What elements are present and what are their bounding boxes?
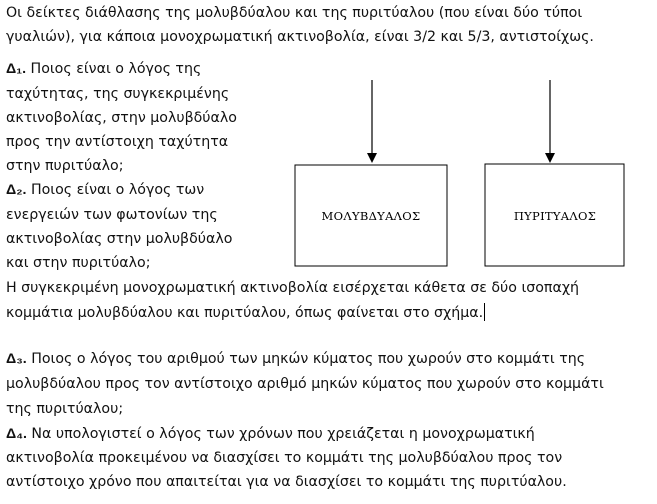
question-d4-line-1: Δ₄. Να υπολογιστεί ο λόγος των χρόνων πο… (6, 425, 535, 444)
question-d1-line-4: προς την αντίστοιχη ταχύτητα (6, 134, 229, 150)
setup-line-2-text: κομμάτια μολυβδύαλου και πυριτύαλου, όπω… (6, 305, 484, 321)
question-d1-label: Δ₁. (6, 61, 27, 77)
question-d2-line-3: ακτινοβολίας στην μολυβδύαλο (6, 231, 233, 247)
question-d4-text: Να υπολογιστεί ο λόγος των χρόνων που χρ… (26, 426, 535, 442)
question-d4-line-2: ακτινοβολία προκειμένου να διασχίσει το … (6, 450, 563, 466)
question-d1-line-2: ταχύτητας, της συγκεκριμένης (6, 86, 230, 102)
question-d1-line-3: ακτινοβολίας, στην μολυβδύαλο (6, 110, 237, 126)
intro-line-2: γυαλιών), για κάποια μονοχρωματική ακτιν… (6, 29, 594, 45)
question-d3-line-1: Δ₃. Ποιος ο λόγος του αριθμού των μηκών … (6, 350, 585, 369)
question-d2-line-4: και στην πυριτύαλο; (6, 255, 151, 271)
question-d1-line-5: στην πυριτύαλο; (6, 158, 124, 174)
setup-line-1: Η συγκεκριμένη μονοχρωματική ακτινοβολία… (6, 280, 580, 296)
text-cursor (484, 303, 486, 321)
question-d3-text: Ποιος ο λόγος του αριθμού των μηκών κύμα… (26, 351, 586, 367)
question-d3-line-3: της πυριτύαλου; (6, 401, 124, 417)
glass-pieces-figure: ΜΟΛΥΒΔΥΑΛΟΣ ΠΥΡΙΤΥΑΛΟΣ (294, 80, 625, 267)
question-d2-line-2: ενεργειών των φωτονίων της (6, 207, 218, 223)
question-d3-label: Δ₃. (6, 351, 27, 367)
question-d3-line-2: μολυβδύαλου προς τον αντίστοιχο αριθμό μ… (6, 376, 604, 392)
intro-line-1: Οι δείκτες διάθλασης της μολυβδύαλου και… (6, 5, 583, 21)
question-d4-label: Δ₄. (6, 426, 27, 442)
question-d1-text: Ποιος είναι ο λόγος της (26, 61, 202, 77)
silica-glass-label: ΠΥΡΙΤΥΑΛΟΣ (514, 209, 596, 223)
question-d1-line-1: Δ₁. Ποιος είναι ο λόγος της (6, 60, 201, 79)
question-d2-line-1: Δ₂. Ποιος είναι ο λόγος των (6, 181, 204, 200)
question-d4-line-3: αντίστοιχο χρόνο που απαιτείται για να δ… (6, 474, 567, 490)
lead-glass-label: ΜΟΛΥΒΔΥΑΛΟΣ (322, 209, 421, 223)
question-d2-label: Δ₂. (6, 182, 27, 198)
lead-glass-box (294, 164, 448, 267)
silica-glass-box (484, 163, 625, 267)
setup-line-2: κομμάτια μολυβδύαλου και πυριτύαλου, όπω… (6, 303, 486, 323)
question-d2-text: Ποιος είναι ο λόγος των (26, 182, 205, 198)
